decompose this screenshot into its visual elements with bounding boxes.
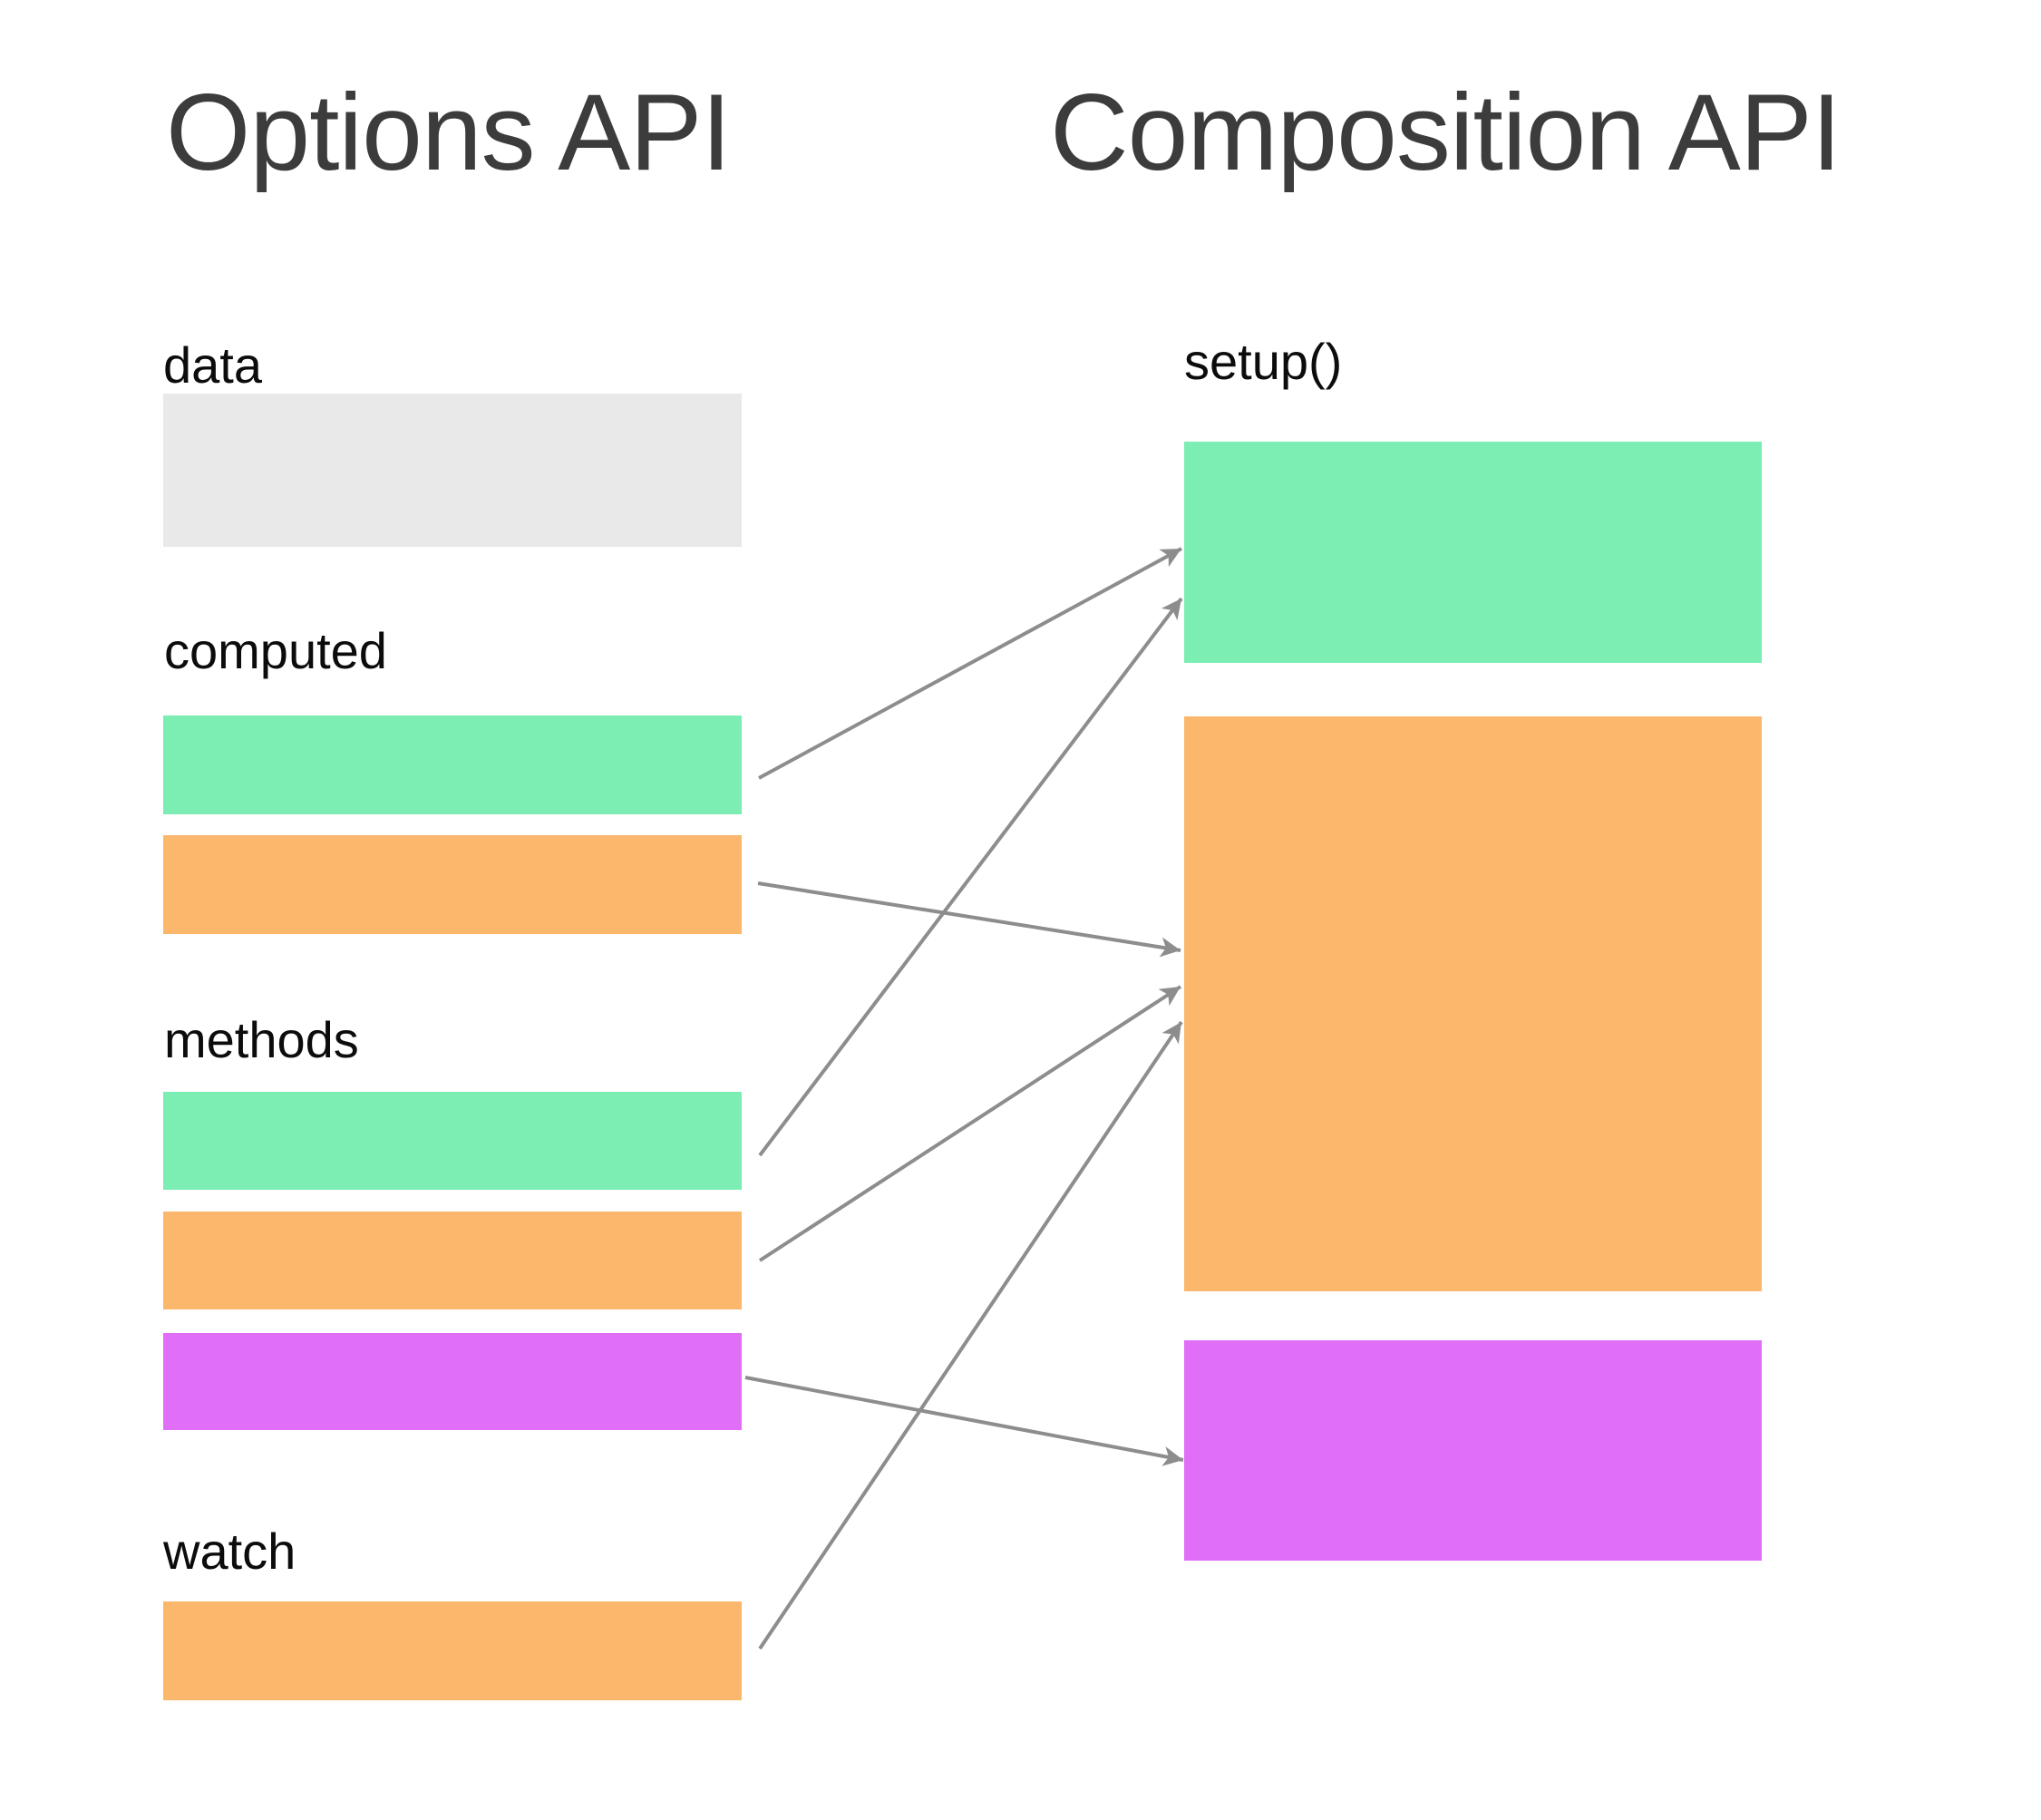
arrow-options-methods-green-to-setup-green (758, 597, 1183, 1157)
options-watch-orange-box (163, 1601, 742, 1700)
options-methods-magenta-box (163, 1333, 742, 1430)
options-methods-green-box (163, 1092, 742, 1190)
options-methods-orange-box (163, 1212, 742, 1309)
arrow-options-methods-orange-to-setup-orange (758, 985, 1182, 1262)
options-api-title: Options API (166, 72, 732, 193)
arrow-options-computed-orange-to-setup-orange (757, 881, 1181, 958)
arrow-options-computed-green-to-setup-green (758, 547, 1182, 780)
data-section-label: data (163, 336, 262, 394)
arrow-options-methods-magenta-to-setup-magenta (744, 1376, 1184, 1466)
options-computed-green-box (163, 715, 742, 814)
methods-section-label: methods (164, 1011, 359, 1068)
setup-function-label: setup() (1184, 333, 1343, 390)
watch-section-label: watch (163, 1523, 296, 1580)
composition-api-title: Composition API (1050, 72, 1842, 193)
setup-green-box (1184, 442, 1762, 663)
setup-orange-box (1184, 716, 1762, 1291)
computed-section-label: computed (164, 622, 387, 679)
setup-magenta-box (1184, 1340, 1762, 1561)
arrow-options-watch-orange-to-setup-orange (758, 1020, 1183, 1650)
options-data-box (163, 394, 742, 547)
options-computed-orange-box (163, 835, 742, 934)
